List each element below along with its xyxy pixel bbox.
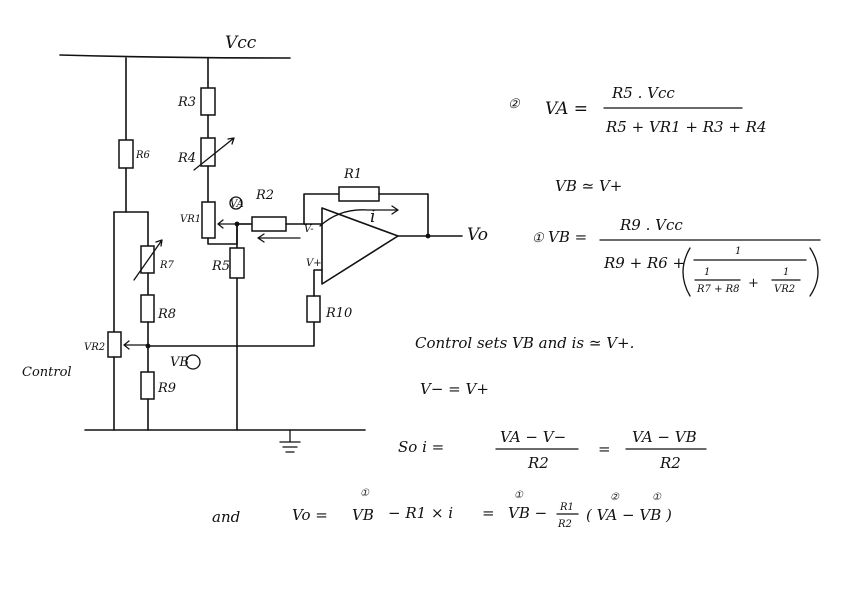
vo-term-1: VB [352, 506, 374, 524]
eq1-right-paren [809, 247, 819, 297]
label-r7: R7 [159, 260, 175, 271]
vo-paren-term: ( VA − VB ) [586, 506, 672, 524]
vb-circle-marker [185, 354, 201, 370]
eq1-vr2: VR2 [774, 284, 795, 295]
r7-variable-arrow [133, 239, 163, 281]
eq1-plus: + [748, 276, 759, 291]
vo-marker-2: ② [610, 492, 620, 503]
eq1-numerator: R9 . Vcc [619, 216, 683, 234]
resistor-r3 [200, 87, 216, 116]
eq1-inner-small-one: 1 [704, 267, 710, 278]
label-va-node: VA [230, 199, 244, 210]
so-equals: = [598, 440, 611, 458]
potentiometer-vr1 [201, 201, 216, 239]
eq2-marker: ② [508, 97, 521, 112]
so-numerator-2: VA − VB [632, 428, 697, 446]
eq1-denominator: R9 + R6 + [603, 254, 685, 272]
resistor-r1 [338, 186, 380, 202]
ground-symbol-icon [279, 429, 301, 453]
resistor-r5 [229, 247, 245, 279]
vo-frac-num: R1 [559, 502, 574, 513]
so-label: So i = [398, 438, 444, 456]
label-vr1: VR1 [180, 214, 201, 225]
label-vcc: Vcc [225, 33, 257, 53]
va-circle-marker [229, 196, 243, 210]
eq-vminus-vplus: V− = V+ [420, 380, 489, 398]
wire-r10-to-vplus [313, 269, 323, 297]
eq1-marker: ① [532, 231, 545, 246]
label-vo: Vo [467, 225, 488, 245]
so-denominator-1: R2 [527, 454, 549, 472]
label-current-i: i [370, 207, 375, 227]
eq2-numerator: R5 . Vcc [611, 84, 675, 102]
label-vb-node: VB [170, 355, 189, 370]
label-r6: R6 [135, 150, 151, 161]
current-arrow-feedback [319, 205, 399, 227]
note-control: Control sets VB and is ≃ V+. [415, 334, 634, 352]
r4-variable-arrow [193, 137, 235, 171]
current-arrow-under-r2 [257, 233, 301, 243]
vcc-rail [59, 54, 291, 59]
opamp-triangle [321, 207, 399, 285]
eq2-lhs: VA = [545, 99, 588, 119]
resistor-r8 [140, 294, 155, 323]
label-r9: R9 [157, 381, 176, 396]
label-v-plus: V+ [306, 258, 322, 269]
label-r4: R4 [177, 151, 196, 166]
label-r3: R3 [177, 95, 196, 110]
resistor-r7 [140, 245, 155, 274]
resistor-r6 [118, 139, 134, 169]
vo-equals-2: = [482, 504, 495, 522]
label-vr2: VR2 [84, 342, 105, 353]
eq-vb-approx: VB ≃ V+ [555, 177, 622, 195]
wire-feedback-right [378, 193, 429, 237]
vr2-wiper-arrow [123, 340, 148, 350]
label-r10: R10 [325, 306, 352, 321]
vo-marker-1b: ① [514, 490, 524, 501]
label-r8: R8 [157, 307, 176, 322]
eq1-left-paren [682, 247, 691, 297]
resistor-r4 [200, 137, 216, 167]
vo-lhs: Vo = [292, 506, 328, 524]
vo-marker-1c: ① [652, 492, 662, 503]
potentiometer-vr2 [107, 331, 122, 358]
label-v-minus: V- [304, 224, 314, 235]
so-numerator-1: VA − V− [500, 428, 566, 446]
resistor-r9 [140, 371, 155, 400]
eq1-lhs: VB = [548, 228, 587, 246]
eq1-inner-one-b: 1 [783, 267, 789, 278]
and-label: and [212, 508, 240, 526]
vo-term-2: VB − [508, 504, 547, 522]
eq1-r78: R7 + R8 [696, 284, 740, 295]
so-denominator-2: R2 [659, 454, 681, 472]
label-r1: R1 [343, 167, 362, 182]
resistor-r10 [306, 295, 321, 323]
eq1-inner-one: 1 [735, 246, 741, 257]
label-r2: R2 [255, 188, 274, 203]
resistor-r2 [251, 216, 287, 232]
eq2-denominator: R5 + VR1 + R3 + R4 [605, 118, 767, 136]
label-control: Control [22, 365, 72, 380]
vo-frac-den: R2 [557, 519, 572, 530]
vo-marker-1a: ① [360, 488, 370, 499]
wire-vb-to-r10 [147, 321, 315, 347]
label-r5: R5 [211, 259, 230, 274]
wire-feedback-left [303, 193, 340, 225]
vo-minus-term: − R1 × i [388, 504, 453, 522]
